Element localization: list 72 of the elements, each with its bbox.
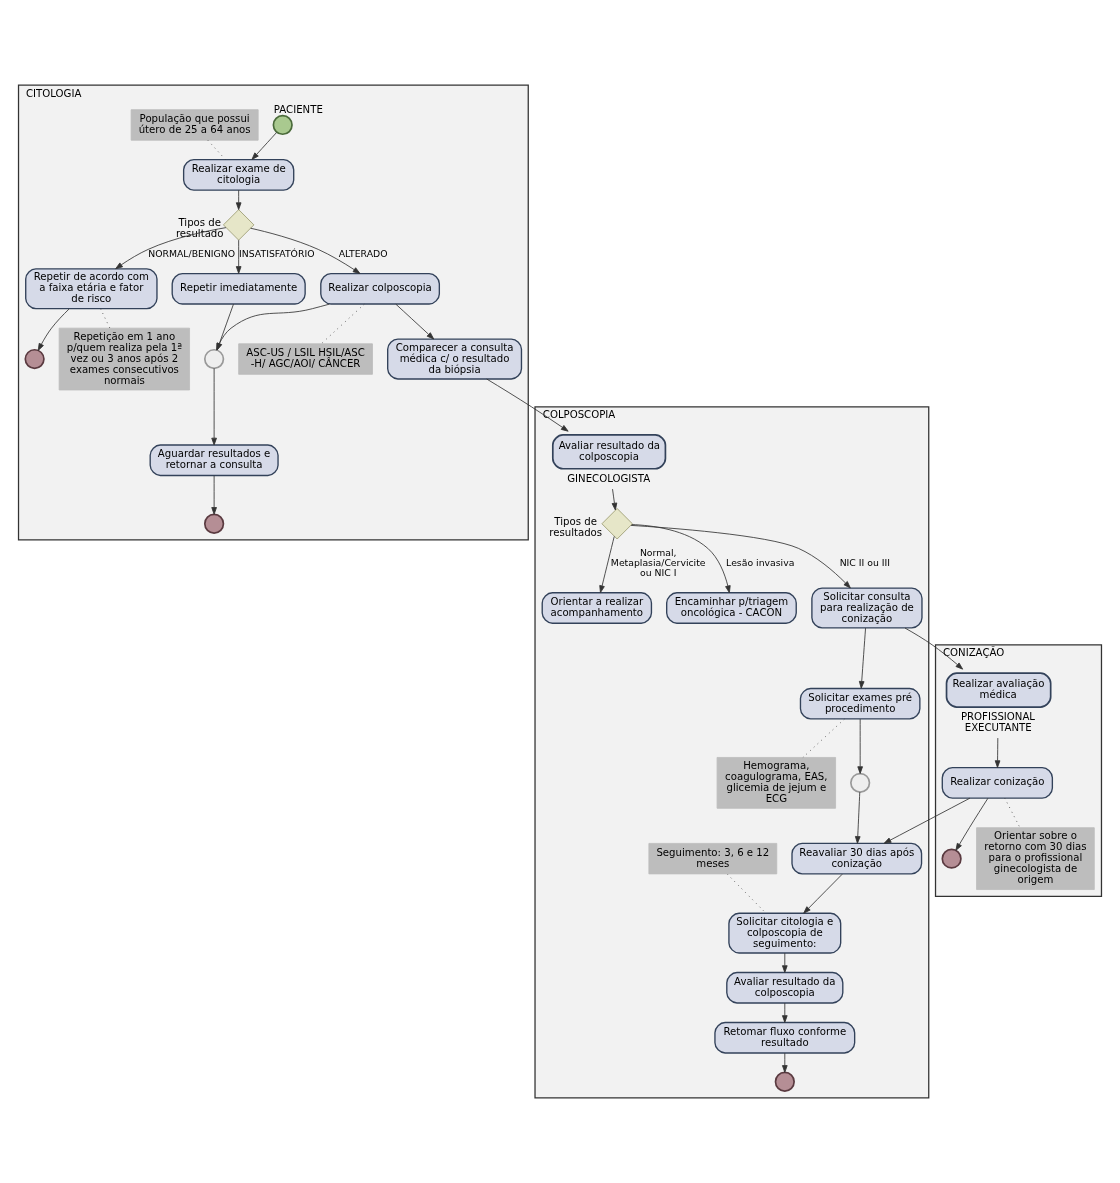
arrow [235, 189, 242, 210]
arrow [486, 378, 569, 432]
node-box: Realizar conização [941, 766, 1054, 799]
arrow [211, 475, 217, 515]
node-box: Orientar sobre o retorno com 30 dias para o profissional ginecologista de origem [976, 827, 1095, 890]
arrow [251, 132, 277, 160]
node-diamond [223, 209, 255, 241]
node-circle [203, 348, 225, 370]
arrow [235, 239, 242, 274]
arrow [904, 627, 964, 670]
arrow [611, 488, 618, 511]
arrow [216, 303, 330, 351]
arrow [782, 952, 788, 973]
arrow [37, 308, 70, 351]
node-label: PACIENTE [273, 103, 323, 115]
node-box: Repetição em 1 ano p/quem realiza pela 1ª vez ou 3 anos após 2 exames consecutivos normais [58, 327, 190, 391]
connector [802, 718, 845, 758]
edge-label: ALTERADO [338, 247, 388, 259]
node-box: Solicitar citologia e colposcopia de seguimento: [728, 912, 842, 954]
node-box: Aguardar resultados e retornar a consulta [149, 444, 279, 477]
edge-label: NIC II ou III [839, 556, 890, 568]
node-circle [24, 348, 45, 370]
node-box: Hemograma, coagulograma, EAS, glicemia de jejum e ECG [716, 757, 837, 809]
node-box: Repetir imediatamente [171, 272, 306, 305]
node-box: Avaliar resultado da colposcopia [726, 971, 844, 1004]
arrow [858, 627, 866, 689]
arrow [782, 1052, 788, 1073]
node-box: Realizar exame de citologia [182, 159, 295, 191]
node-circle [272, 114, 293, 136]
arrow [631, 524, 731, 594]
connector [100, 308, 111, 329]
arrow [216, 303, 234, 351]
arrow [782, 1002, 788, 1023]
node-label: Tipos de resultados [549, 516, 603, 539]
node-circle [203, 513, 225, 534]
node-box: ASC-US / LSIL HSIL/ASC -H/ AGC/AOI/ CÂNCER [238, 343, 373, 375]
node-circle [941, 848, 962, 869]
node-box: Solicitar consulta para realização de conização [811, 587, 923, 629]
node-box: População que possui útero de 25 a 64 anos [130, 109, 259, 141]
arrow [250, 227, 361, 274]
node-box: Solicitar exames pré procedimento [799, 687, 921, 720]
arrow [599, 536, 615, 593]
node-circle [774, 1071, 795, 1092]
node-box: Encaminhar p/triagem oncológica - CACON [666, 592, 797, 624]
arrow [115, 227, 227, 270]
connector [207, 139, 226, 161]
arrow [803, 873, 843, 914]
node-box: Reavaliar 30 dias após conização [791, 842, 923, 875]
node-label: PROFISSIONAL EXECUTANTE [960, 711, 1036, 734]
edge-label: NORMAL/BENIGNO [148, 247, 236, 259]
node-circle [850, 772, 871, 793]
node-box: Realizar colposcopia [320, 272, 440, 305]
edge-label: Normal, Metaplasia/Cervicite ou NIC I [610, 546, 706, 579]
arrow [857, 718, 863, 774]
arrow [955, 797, 989, 851]
node-box: Seguimento: 3, 6 e 12 meses [648, 842, 778, 875]
edge-label: INSATISFATÓRIO [239, 247, 315, 259]
node-label: GINECOLOGISTA [567, 472, 651, 484]
arrow [883, 797, 971, 844]
node-diamond [601, 508, 633, 540]
arrow [994, 737, 1001, 768]
arrow [630, 524, 851, 589]
connector [726, 873, 767, 914]
arrow [211, 368, 217, 446]
connector [1004, 797, 1021, 828]
arrow [854, 791, 861, 844]
node-box: Retomar fluxo conforme resultado [714, 1021, 856, 1054]
node-box: Repetir de acordo com a faixa etária e fator de risco [25, 268, 158, 310]
arrow [395, 303, 435, 340]
node-box: Comparecer a consulta médica c/ o resultado da biópsia [387, 338, 523, 380]
node-box: Orientar a realizar acompanhamento [541, 592, 653, 624]
edge-label: Lesão invasiva [726, 556, 795, 568]
